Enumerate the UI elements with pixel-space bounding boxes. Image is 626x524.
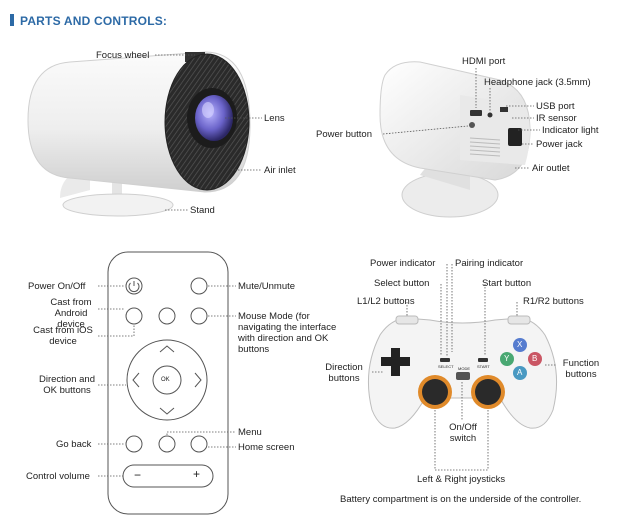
label-onoff-switch: On/Off switch bbox=[449, 422, 477, 444]
projector-back-illustration bbox=[379, 61, 531, 218]
volume-minus-label: − bbox=[134, 468, 142, 482]
label-select-button: Select button bbox=[374, 278, 430, 289]
label-start-button: Start button bbox=[482, 278, 532, 289]
front-leader-lines bbox=[155, 54, 262, 211]
label-hdmi-port: HDMI port bbox=[462, 56, 506, 67]
label-air-inlet: Air inlet bbox=[264, 165, 296, 176]
label-mute-unmute: Mute/Unmute bbox=[238, 281, 296, 292]
remote-volume-rocker[interactable] bbox=[123, 465, 213, 487]
controller-b-button: B bbox=[532, 354, 538, 363]
remote-illustration bbox=[107, 251, 229, 515]
remote-direction-pad[interactable] bbox=[127, 340, 207, 420]
volume-plus-label: + bbox=[193, 467, 201, 481]
controller-y-button: Y bbox=[504, 354, 510, 363]
label-l1l2-buttons: L1/L2 buttons bbox=[357, 296, 415, 307]
label-headphone-jack: Headphone jack (3.5mm) bbox=[484, 77, 591, 88]
power-jack-shape bbox=[508, 128, 522, 146]
heading-text: PARTS AND CONTROLS: bbox=[20, 14, 168, 28]
controller-start-tiny: START bbox=[477, 364, 490, 369]
label-joysticks: Left & Right joysticks bbox=[417, 474, 506, 485]
label-go-back: Go back bbox=[56, 439, 92, 450]
label-focus-wheel: Focus wheel bbox=[96, 50, 150, 61]
remote-home-button[interactable] bbox=[191, 436, 207, 452]
lens-glass bbox=[195, 95, 233, 141]
label-lens: Lens bbox=[264, 113, 285, 124]
controller-illustration bbox=[367, 315, 558, 429]
label-menu: Menu bbox=[238, 427, 262, 438]
label-power-button: Power button bbox=[316, 129, 372, 140]
label-stand: Stand bbox=[190, 205, 215, 216]
remote-leader-lines bbox=[98, 285, 236, 477]
battery-note: Battery compartment is on the underside … bbox=[340, 494, 582, 505]
label-cast-ios: Cast from iOS device bbox=[33, 325, 93, 347]
label-direction-ok: Direction and OK buttons bbox=[39, 374, 95, 396]
remote-cast-android-button[interactable] bbox=[126, 308, 142, 324]
remote-menu-button[interactable] bbox=[159, 436, 175, 452]
remote-power-button[interactable] bbox=[126, 278, 142, 294]
controller-select-tiny: SELECT bbox=[438, 364, 454, 369]
label-r1r2-buttons: R1/R2 buttons bbox=[523, 296, 584, 307]
label-power-onoff: Power On/Off bbox=[28, 281, 86, 292]
controller-x-button: X bbox=[517, 340, 523, 349]
back-leader-lines bbox=[382, 68, 540, 169]
label-direction-buttons: Direction buttons bbox=[325, 362, 363, 384]
remote-cast-ios-button[interactable] bbox=[159, 308, 175, 324]
label-cast-android: Cast from Android device bbox=[50, 297, 92, 330]
power-button-shape bbox=[469, 122, 475, 128]
controller-leader-lines bbox=[372, 264, 556, 471]
projector-body bbox=[27, 51, 251, 193]
label-indicator-light: Indicator light bbox=[542, 125, 599, 136]
remote-mouse-mode-button[interactable] bbox=[191, 308, 207, 324]
label-air-outlet: Air outlet bbox=[532, 163, 570, 174]
label-function-buttons: Function buttons bbox=[562, 358, 600, 380]
label-power-indicator: Power indicator bbox=[370, 258, 436, 269]
remote-back-button[interactable] bbox=[126, 436, 142, 452]
label-home-screen: Home screen bbox=[238, 442, 295, 453]
heading-bar bbox=[10, 14, 14, 26]
label-mouse-mode: Mouse Mode (for navigating the interface… bbox=[238, 311, 337, 355]
remote-ok-label: OK bbox=[161, 377, 170, 383]
controller-a-button: A bbox=[517, 368, 523, 377]
label-control-volume: Control volume bbox=[26, 471, 90, 482]
controller-mode-tiny: MODE bbox=[458, 366, 470, 371]
remote-mute-button[interactable] bbox=[191, 278, 207, 294]
label-pairing-indicator: Pairing indicator bbox=[455, 258, 524, 269]
label-power-jack: Power jack bbox=[536, 139, 583, 150]
hdmi-port-shape bbox=[470, 110, 482, 116]
label-usb-port: USB port bbox=[536, 101, 575, 112]
label-ir-sensor: IR sensor bbox=[536, 113, 577, 124]
section-heading: PARTS AND CONTROLS: bbox=[10, 14, 167, 28]
